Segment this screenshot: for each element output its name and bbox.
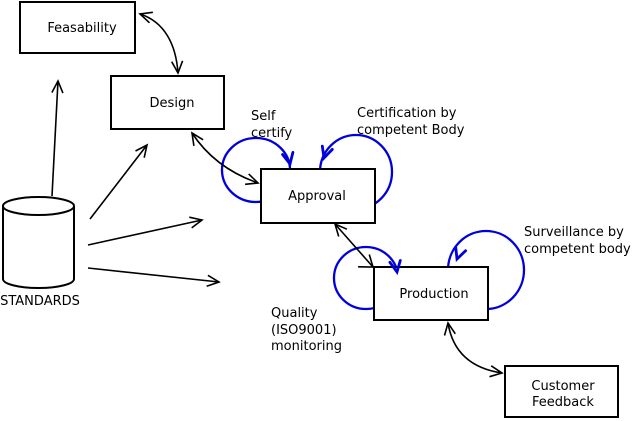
surveillance-label-line2: competent body [524,242,631,257]
standards-approval-arrow [87,216,204,246]
feasability-label: Feasability [47,21,117,36]
standards-label: STANDARDS [0,294,80,309]
production-feedback-arrow [443,321,504,378]
certification-arrowhead [320,144,334,162]
standards-cylinder [1,196,75,289]
cylinder-body [1,206,75,289]
standards-production-arrow [87,267,221,287]
loop-arrowheads [281,144,467,276]
design-label: Design [150,96,195,111]
self-certify-arrowhead [281,151,295,168]
quality-label-line1: Quality [271,306,318,321]
black-arrows [51,11,504,378]
quality-label-line3: monitoring [271,339,342,354]
self-certify-label-line1: Self [251,109,276,124]
customer-feedback-node [504,365,619,418]
annotation-labels: Self certify Certification by competent … [251,106,631,354]
quality-arrowhead [388,259,402,276]
standards-feasability-arrow [51,79,64,197]
customer-feedback-label-line2: Feedback [532,395,594,410]
design-node [110,75,225,130]
feasability-design-arrow [138,11,184,75]
production-node [373,266,489,321]
feasability-node [19,1,136,54]
customer-feedback-label-line1: Customer [531,379,595,394]
quality-label-line2: (ISO9001) [271,323,337,338]
design-approval-arrow [190,131,260,186]
approval-label: Approval [288,189,346,204]
standards-design-arrow [89,143,149,220]
process-nodes [19,1,619,418]
self-certify-label-line2: certify [251,126,293,141]
approval-production-arrow [333,222,375,268]
cylinder-top [2,196,75,216]
surveillance-arrowhead [454,245,467,262]
certification-label-line1: Certification by [357,106,457,121]
surveillance-label-line1: Surveillance by [524,225,624,240]
production-label: Production [399,287,468,302]
certification-label-line2: competent Body [357,123,465,138]
node-labels: Feasability Design Approval Production C… [0,21,595,410]
approval-node [260,168,376,224]
